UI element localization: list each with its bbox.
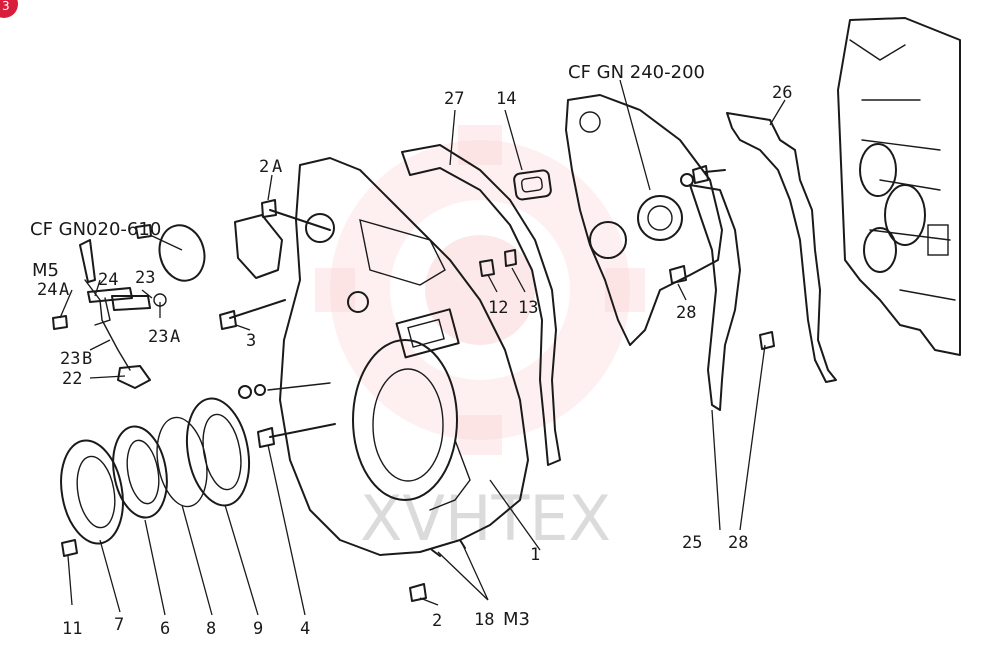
part-label-2a-suffix: A [272, 157, 282, 177]
badge-number: 3 [2, 0, 10, 13]
part-label-14: 14 [496, 89, 516, 109]
sensor-assembly-drawing [79, 224, 206, 389]
part-label-4: 4 [300, 619, 310, 639]
part-label-1: 1 [530, 545, 540, 565]
gasket-27-drawing [401, 144, 561, 466]
part-label-24a-suffix: A [59, 280, 69, 300]
part-label-22: 22 [62, 369, 82, 389]
cover-plate-14-drawing [513, 169, 552, 201]
part-label-23: 23 [135, 268, 155, 288]
callout-m3: M3 [503, 609, 530, 630]
part-label-25: 25 [682, 533, 702, 553]
part-label-7: 7 [114, 615, 124, 635]
part-label-3: 3 [246, 331, 256, 351]
part-label-28b: 28 [728, 533, 748, 553]
part-label-8: 8 [206, 619, 216, 639]
leader-lines [59, 79, 786, 616]
small-gasket-drawing [234, 214, 283, 279]
part-label-26: 26 [772, 83, 792, 103]
engine-block-drawing [837, 17, 961, 356]
gasket-26-drawing [726, 112, 837, 383]
callout-cf-gn020-610: CF GN020-610 [30, 219, 161, 240]
part-label-6: 6 [160, 619, 170, 639]
part-label-12: 12 [488, 298, 508, 318]
part-label-28a: 28 [676, 303, 696, 323]
part-label-23b-suffix: B [82, 349, 92, 369]
part-label-23a: 23 [148, 327, 168, 347]
part-label-2b: 2 [432, 611, 442, 631]
part-label-2a: 2 [259, 157, 269, 177]
part-label-23b: 23 [60, 349, 80, 369]
callout-cf-gn240-200: CF GN 240-200 [568, 62, 705, 83]
part-label-13: 13 [518, 298, 538, 318]
callout-m5: M5 [32, 260, 59, 281]
front-cover-plate-drawing [565, 94, 723, 346]
part-label-24: 24 [98, 270, 118, 290]
watermark-text: XVHTEX [360, 482, 611, 555]
part-label-11: 11 [62, 619, 82, 639]
timing-housing-drawing [279, 157, 529, 556]
part-label-27: 27 [444, 89, 464, 109]
part-label-9: 9 [253, 619, 263, 639]
part-label-23a-suffix: A [170, 327, 180, 347]
gasket-25-drawing [689, 184, 741, 411]
seal-ring-stack-drawing [60, 397, 250, 545]
page-badge: 3 [0, 0, 18, 18]
part-label-18: 18 [474, 610, 494, 630]
part-label-24a: 24 [37, 280, 57, 300]
